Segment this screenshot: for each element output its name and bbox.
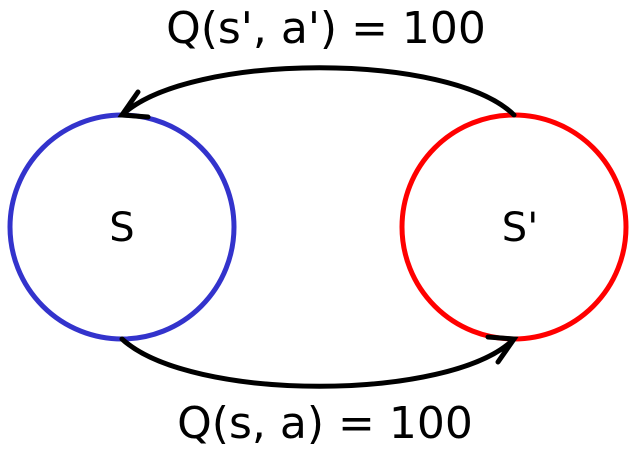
edge-top-arc bbox=[119, 65, 517, 118]
state-s: S bbox=[7, 112, 237, 342]
state-s-prime: S' bbox=[399, 112, 629, 342]
edge-top-arrowhead bbox=[117, 89, 151, 120]
edge-s-to-s-prime: Q(s, a) = 100 bbox=[119, 334, 519, 449]
state-s-label: S bbox=[109, 205, 134, 251]
edge-bottom-arc bbox=[119, 336, 517, 389]
edge-bottom-label: Q(s, a) = 100 bbox=[177, 398, 473, 449]
state-s-prime-label: S' bbox=[502, 205, 538, 251]
edge-s-prime-to-s: Q(s', a') = 100 bbox=[117, 3, 517, 120]
edge-top-label: Q(s', a') = 100 bbox=[166, 3, 486, 54]
edge-bottom-arrowhead bbox=[485, 334, 519, 365]
